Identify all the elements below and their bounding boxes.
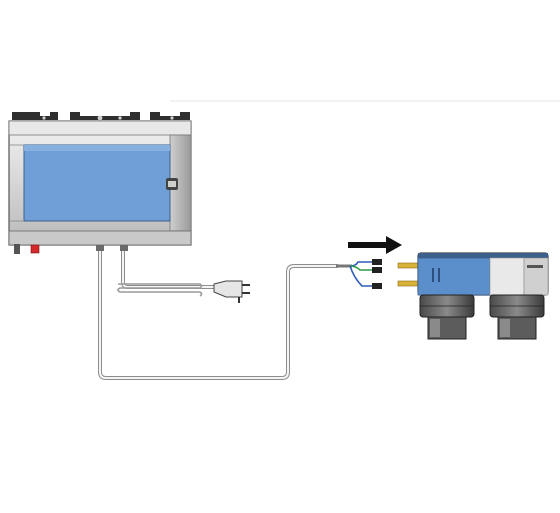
arrow-right-icon — [348, 236, 402, 254]
cell-terminal — [397, 280, 421, 287]
front-panel — [23, 144, 171, 222]
cable-coil — [117, 283, 203, 297]
electrolysis-cell — [397, 252, 549, 340]
plug-icon — [213, 280, 250, 303]
cable-to-cell — [98, 251, 338, 380]
control-box — [8, 112, 192, 254]
wire-split — [336, 259, 382, 289]
power-cable — [121, 251, 214, 289]
red-terminal — [30, 244, 40, 254]
latch-icon — [166, 178, 178, 190]
mounting-bracket — [12, 112, 190, 121]
cell-terminal — [397, 262, 421, 269]
ground-terminal — [14, 244, 20, 254]
